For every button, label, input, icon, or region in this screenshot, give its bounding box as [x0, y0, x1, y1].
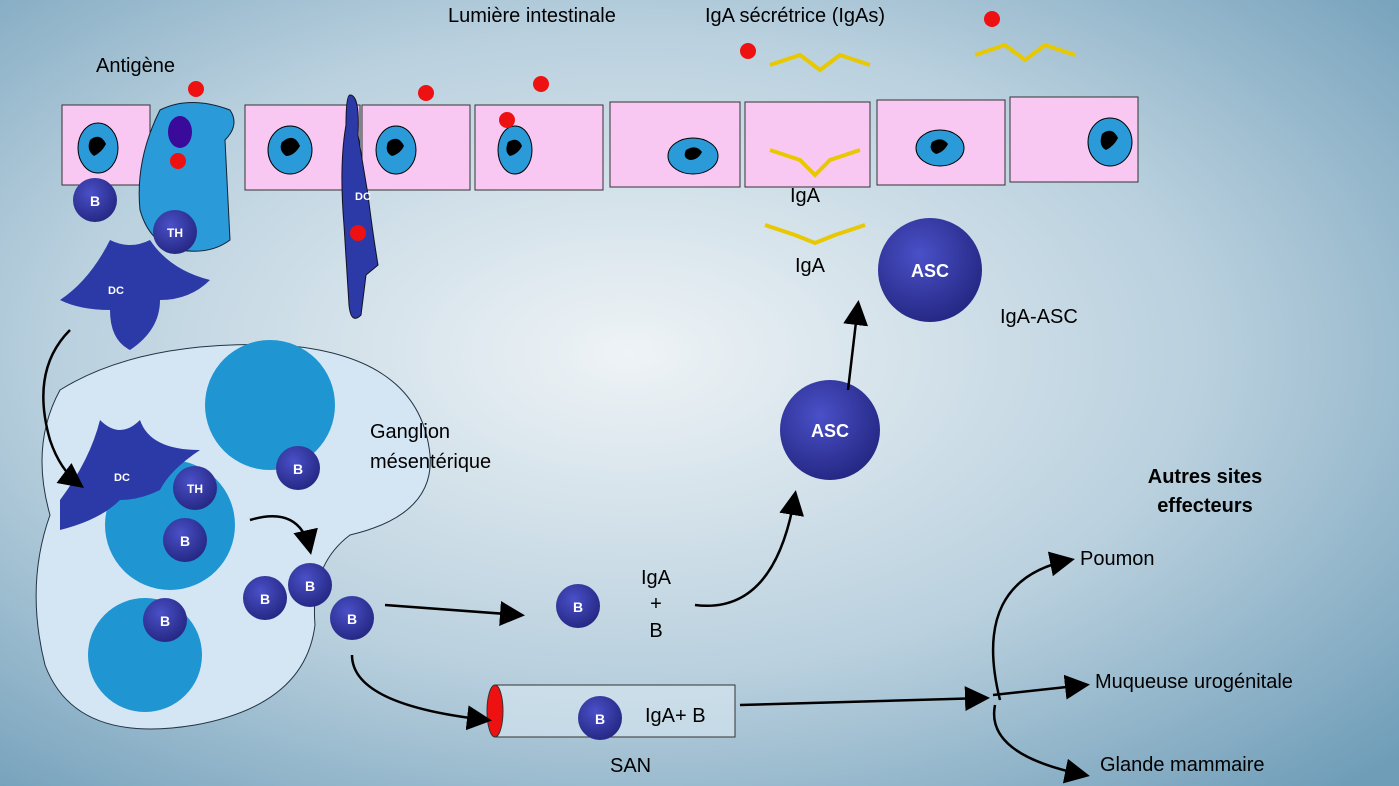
san-label: SAN [610, 755, 651, 777]
follicle [205, 340, 335, 470]
other-sites-title: effecteurs [1157, 495, 1253, 517]
lung-label: Poumon [1080, 548, 1155, 570]
antigen-icon [188, 81, 204, 97]
svg-text:TH: TH [187, 482, 203, 496]
svg-text:ASC: ASC [911, 261, 949, 281]
iga-label: IgA [790, 185, 821, 207]
antigen-icon [740, 43, 756, 59]
b-cell: B [276, 446, 320, 490]
secretory-iga-icon [974, 42, 1076, 63]
b-cell: B [143, 598, 187, 642]
dc-label: DC [114, 472, 130, 484]
vessel-cell-label: IgA+ B [645, 705, 706, 727]
svg-text:ASC: ASC [811, 421, 849, 441]
mammary-label: Glande mammaire [1100, 754, 1265, 776]
svg-text:B: B [293, 461, 303, 477]
asc-cell: ASC [878, 218, 982, 322]
th-cell: TH [153, 210, 197, 254]
dendritic-cell-epithelial [341, 94, 379, 319]
epithelial-cell [744, 101, 871, 188]
other-sites-title: Autres sites [1148, 466, 1263, 488]
dendritic-cell [60, 420, 200, 530]
b-cell: B [288, 563, 332, 607]
b-cell: B [556, 584, 600, 628]
svg-text:B: B [305, 578, 315, 594]
b-cell: B [330, 596, 374, 640]
antigen-icon [350, 225, 366, 241]
svg-text:B: B [347, 611, 357, 627]
ganglion-label: mésentérique [370, 451, 491, 473]
antigen-icon [418, 85, 434, 101]
iga-icon [764, 223, 866, 246]
iga-b-label: B [649, 620, 662, 642]
iga-b-label: + [650, 593, 662, 615]
antigen-icon [533, 76, 549, 92]
antigen-label: Antigène [96, 55, 175, 77]
b-cell: B [578, 696, 622, 740]
antigen-icon [499, 112, 515, 128]
svg-text:B: B [90, 193, 100, 209]
svg-text:B: B [160, 613, 170, 629]
dc-label: DC [355, 191, 371, 203]
chromatin [88, 130, 1118, 160]
iga-molecules [764, 42, 1076, 246]
lumen-label: Lumière intestinale [448, 5, 616, 27]
svg-text:B: B [595, 711, 605, 727]
urogenital-label: Muqueuse urogénitale [1095, 671, 1293, 693]
svg-text:B: B [260, 591, 270, 607]
asc-cell: ASC [780, 380, 880, 480]
dendritic-cell [60, 240, 210, 350]
svg-text:TH: TH [167, 226, 183, 240]
antigen-icon [984, 11, 1000, 27]
iga-icon [769, 148, 861, 178]
antigen-icon [170, 153, 186, 169]
secretory-iga-icon [769, 52, 871, 73]
secretory-iga-label: IgA sécrétrice (IgAs) [705, 5, 885, 27]
b-cell: B [243, 576, 287, 620]
iga-asc-label: IgA-ASC [1000, 306, 1078, 328]
b-cell: B [73, 178, 117, 222]
svg-text:B: B [180, 533, 190, 549]
th-cell: TH [173, 466, 217, 510]
iga-b-label: IgA [641, 567, 672, 589]
dc-label: DC [108, 285, 124, 297]
iga-label: IgA [795, 255, 826, 277]
svg-text:B: B [573, 599, 583, 615]
cells: B TH TH B B B B B B B B ASC ASC [73, 178, 982, 740]
b-cell: B [163, 518, 207, 562]
m-cell-nucleus [168, 116, 192, 148]
arrows [42, 300, 1090, 784]
ganglion-label: Ganglion [370, 421, 450, 443]
epithelial-cell [474, 104, 604, 191]
